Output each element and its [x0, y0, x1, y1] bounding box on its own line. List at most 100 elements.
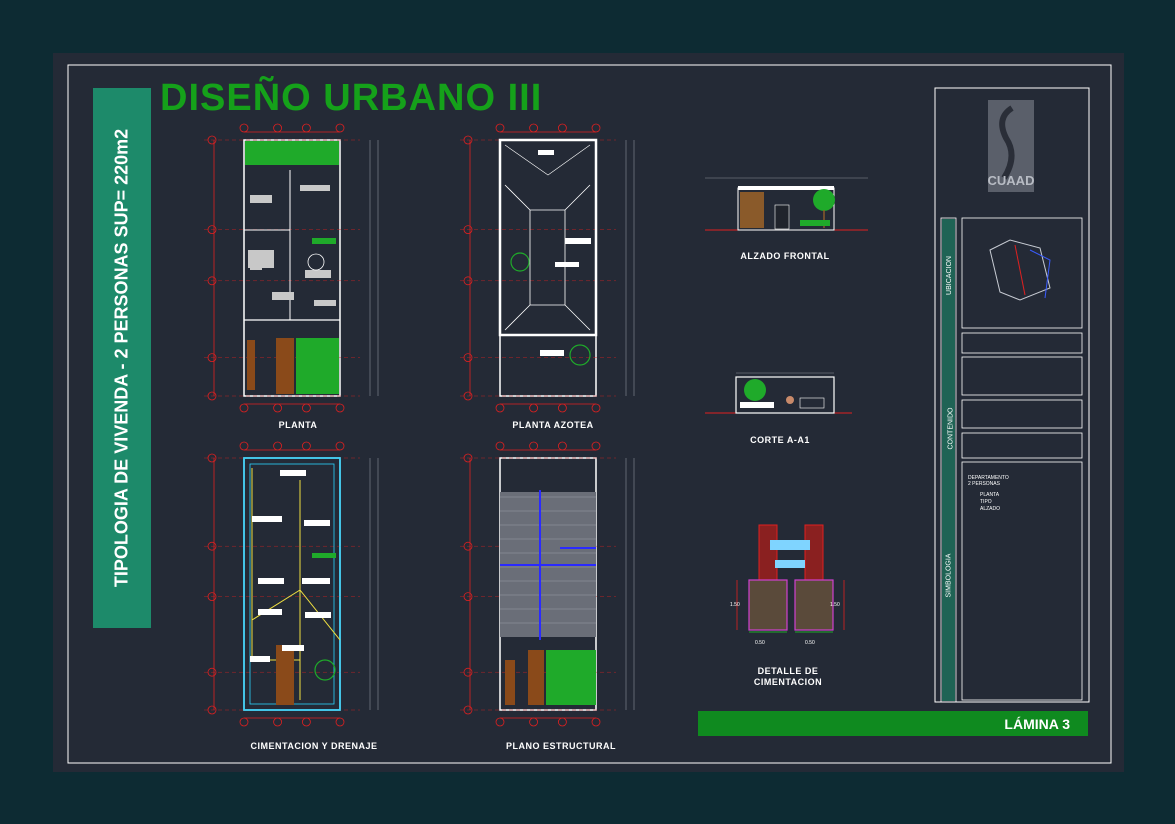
- cuaad-logo-mark: [999, 105, 1015, 180]
- text-block: [540, 350, 564, 356]
- text-block: [305, 612, 331, 618]
- column: [758, 524, 778, 581]
- grid-bubble: [239, 717, 249, 727]
- grid-bubble: [239, 403, 249, 413]
- sheet-number-bar: LÁMINA 3: [698, 711, 1088, 736]
- grid-bubble: [301, 403, 311, 413]
- side-label-ubicacion: UBICACION: [945, 256, 953, 295]
- vertical-title: TIPOLOGIA DE VIVENDA - 2 PERSONAS SUP= 2…: [111, 128, 132, 588]
- grid-bubble: [239, 123, 249, 133]
- garden: [546, 650, 596, 705]
- structural-beams: [500, 490, 596, 640]
- title-block-cell: [961, 356, 1083, 396]
- text-block: [250, 656, 270, 662]
- facade-panel: [740, 192, 764, 228]
- sheet-border: [67, 64, 1112, 764]
- location-map: [989, 239, 1051, 301]
- roof-slopes: [504, 184, 591, 331]
- label-detalle-2: CIMENTACION: [753, 677, 823, 687]
- grid-bubble: [529, 403, 538, 413]
- cuaad-logo-text: CUAAD: [987, 173, 1035, 188]
- title-block-cell: [961, 399, 1083, 429]
- roof-slopes: [504, 144, 591, 176]
- location-map: [1014, 244, 1026, 296]
- tree: [510, 252, 530, 272]
- title-block-side-fill: [942, 219, 955, 701]
- text-block: [538, 150, 554, 155]
- text-block: [258, 609, 282, 615]
- grid-bubble: [301, 717, 311, 727]
- grid-bubble: [273, 441, 283, 451]
- title-block-side-strip: [940, 217, 957, 703]
- footing: [748, 579, 788, 631]
- dim-width-left: 0.50: [755, 640, 765, 646]
- paving: [247, 340, 255, 390]
- garden: [245, 141, 339, 165]
- label-planta-azotea: PLANTA AZOTEA: [512, 420, 594, 430]
- concrete-band: [770, 540, 810, 550]
- label-corte: CORTE A-A1: [750, 435, 810, 445]
- grid-bubble: [529, 717, 538, 727]
- section: [735, 376, 835, 414]
- grid-bubble: [301, 441, 311, 451]
- grid-bubble: [335, 403, 345, 413]
- grid-bubble: [529, 123, 538, 133]
- furniture: [272, 292, 294, 300]
- text-block: [252, 516, 282, 522]
- sheet-number: LÁMINA 3: [1004, 716, 1070, 732]
- grid-bubble: [558, 123, 567, 133]
- label-planta: PLANTA: [278, 420, 318, 430]
- grid-bubble: [529, 441, 538, 451]
- location-map: [1029, 249, 1051, 299]
- furniture: [300, 185, 330, 191]
- grid-bubble: [335, 441, 345, 451]
- person: [786, 396, 794, 404]
- section-detail: [740, 402, 774, 408]
- desc-line-1: DEPARTAMENTO: [968, 475, 1009, 481]
- grid-bubble: [591, 123, 601, 133]
- roof-outline: [498, 138, 598, 337]
- foundation-outline: [243, 457, 341, 711]
- grid-bubble: [558, 717, 567, 727]
- paving: [505, 660, 515, 705]
- section-detail: [799, 397, 825, 409]
- legend-item-2: TIPO: [980, 499, 992, 505]
- side-label-simbologia: SIMBOLOGIA: [945, 553, 953, 598]
- text-block: [258, 578, 284, 584]
- furniture: [250, 195, 272, 203]
- table: [307, 253, 325, 271]
- shrubs: [800, 220, 830, 226]
- dim-width-right: 0.50: [805, 640, 815, 646]
- grid-bubble: [558, 441, 567, 451]
- grid-bubble: [273, 403, 283, 413]
- text-block: [565, 238, 591, 244]
- grid-bubble: [335, 123, 345, 133]
- furniture: [250, 262, 262, 270]
- grid-bubble: [273, 717, 283, 727]
- door: [774, 204, 790, 230]
- label-detalle-1: DETALLE DE: [757, 666, 819, 676]
- furniture: [314, 300, 336, 306]
- tree: [569, 344, 591, 366]
- facade-cap: [738, 186, 834, 190]
- title-block-cell: [961, 217, 1083, 329]
- text-block: [304, 520, 330, 526]
- desc-line-2: 2 PERSONAS: [968, 481, 1000, 487]
- text-block: [555, 262, 579, 267]
- furniture: [312, 238, 336, 244]
- tree: [744, 379, 766, 401]
- grid-bubble: [591, 403, 601, 413]
- label-estructural: PLANO ESTRUCTURAL: [506, 741, 616, 751]
- label-cimentacion: CIMENTACION Y DRENAJE: [250, 741, 378, 751]
- tree: [314, 659, 336, 681]
- side-label-contenido: CONTENIDO: [947, 407, 955, 450]
- title-block-frame: [934, 87, 1090, 703]
- tree: [813, 189, 835, 211]
- grid-bubble: [239, 441, 249, 451]
- legend-item-1: PLANTA: [980, 492, 1000, 498]
- grid-bubble: [558, 403, 567, 413]
- dim-height-left: 1.50: [730, 602, 740, 608]
- grid-bubble: [495, 441, 505, 451]
- title-block-cell: [961, 461, 1083, 701]
- text-block: [282, 645, 304, 651]
